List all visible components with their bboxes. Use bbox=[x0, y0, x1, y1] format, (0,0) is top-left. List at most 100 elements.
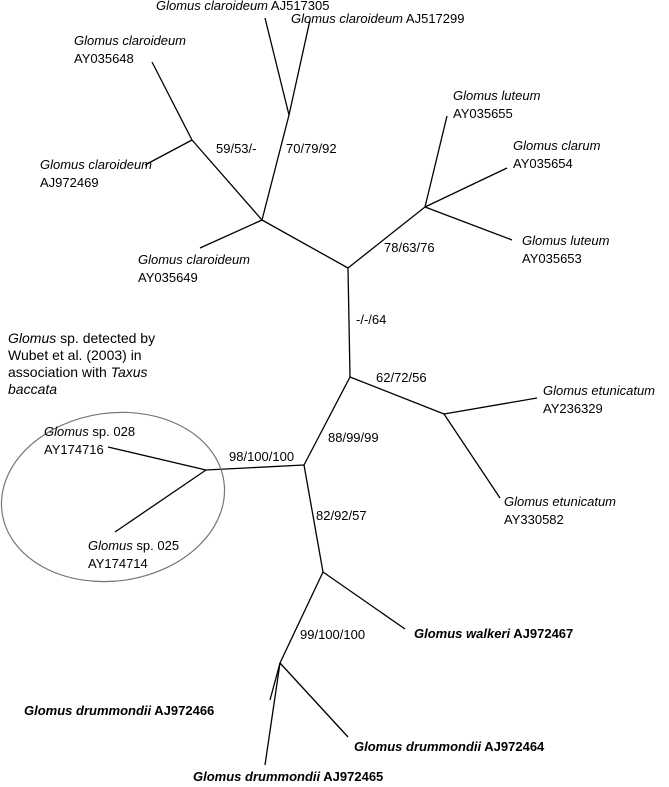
taxon-name: Glomus bbox=[504, 494, 549, 509]
branch bbox=[279, 662, 349, 738]
annotation-genus: Taxus bbox=[110, 364, 148, 380]
accession: AY174714 bbox=[88, 556, 148, 571]
taxon-label: Glomus claroideum AJ517305 bbox=[156, 0, 329, 15]
taxon-epithet: clarum bbox=[561, 138, 601, 153]
accession: AY035649 bbox=[138, 270, 198, 285]
support-value: 88/99/99 bbox=[328, 430, 379, 445]
taxon-epithet: walkeri bbox=[466, 626, 511, 641]
taxon-name: Glomus bbox=[88, 538, 133, 553]
taxon-name: Glomus bbox=[354, 739, 403, 754]
taxon-name: Glomus bbox=[44, 424, 89, 439]
taxon-label: Glomus claroideum AJ517299 bbox=[291, 10, 464, 28]
accession: AJ517305 bbox=[270, 0, 330, 13]
taxon-name: Glomus bbox=[291, 11, 336, 26]
branch bbox=[443, 397, 538, 415]
taxon-epithet: claroideum bbox=[204, 0, 269, 13]
accession: AJ972464 bbox=[484, 739, 545, 754]
taxon-name: Glomus bbox=[24, 703, 73, 718]
taxon-name: Glomus bbox=[453, 88, 498, 103]
taxon-name: Glomus bbox=[156, 0, 201, 13]
support-value: 70/79/92 bbox=[286, 141, 337, 156]
taxon-epithet: etunicatum bbox=[591, 383, 656, 398]
branch bbox=[322, 571, 406, 630]
taxon-label: Glomus drummondii AJ972464 bbox=[354, 738, 544, 756]
branch bbox=[261, 114, 290, 221]
branch bbox=[264, 662, 281, 766]
support-value: 98/100/100 bbox=[229, 449, 295, 464]
branch bbox=[199, 219, 263, 249]
branch bbox=[264, 17, 290, 116]
branch bbox=[205, 464, 305, 471]
accession: AY174716 bbox=[44, 442, 104, 457]
taxon-label: Glomus walkeri AJ972467 bbox=[414, 625, 573, 643]
branch bbox=[191, 139, 263, 221]
taxon-epithet: luteum bbox=[570, 233, 610, 248]
accession: AY236329 bbox=[543, 401, 603, 416]
support-value: 59/53/- bbox=[216, 141, 257, 156]
accession: AJ972465 bbox=[323, 769, 384, 784]
taxon-name: Glomus bbox=[513, 138, 558, 153]
taxon-epithet: luteum bbox=[501, 88, 541, 103]
taxon-name: Glomus bbox=[414, 626, 463, 641]
taxon-epithet: drummondii bbox=[76, 703, 152, 718]
branch bbox=[303, 376, 351, 466]
taxon-epithet: sp. 028 bbox=[92, 424, 136, 439]
annotation-text: sp. detected by bbox=[56, 330, 156, 346]
branch bbox=[349, 376, 445, 415]
accession: AJ972466 bbox=[154, 703, 215, 718]
accession: AJ517299 bbox=[405, 11, 465, 26]
support-value: 62/72/56 bbox=[376, 370, 427, 385]
branch bbox=[424, 206, 513, 241]
taxon-name: Glomus bbox=[543, 383, 588, 398]
accession: AY330582 bbox=[504, 512, 564, 527]
annotation-text: association with bbox=[8, 364, 111, 380]
taxon-epithet: claroideum bbox=[186, 252, 251, 267]
taxon-name: Glomus bbox=[40, 157, 85, 172]
taxon-name: Glomus bbox=[74, 33, 119, 48]
support-value: 99/100/100 bbox=[300, 627, 366, 642]
support-value: 82/92/57 bbox=[316, 508, 367, 523]
taxon-label: Glomus drummondii AJ972465 bbox=[193, 768, 383, 786]
taxon-name: Glomus bbox=[138, 252, 183, 267]
clade-annotation: Glomus sp. detected by Wubet et al. (200… bbox=[8, 330, 155, 398]
branch bbox=[261, 219, 349, 269]
branch bbox=[347, 267, 351, 378]
taxon-epithet: claroideum bbox=[88, 157, 153, 172]
branch bbox=[144, 139, 193, 166]
taxon-epithet: claroideum bbox=[122, 33, 187, 48]
branch bbox=[269, 662, 281, 701]
support-value: 78/63/76 bbox=[384, 240, 435, 255]
accession: AY035648 bbox=[74, 51, 134, 66]
annotation-line-4: baccata bbox=[8, 381, 155, 398]
annotation-species: baccata bbox=[8, 381, 58, 397]
branch bbox=[347, 206, 426, 269]
accession: AJ972469 bbox=[40, 175, 99, 190]
taxon-epithet: drummondii bbox=[245, 769, 321, 784]
branch bbox=[303, 464, 324, 573]
branch bbox=[443, 413, 501, 499]
branch bbox=[114, 469, 207, 533]
clade-highlight-ellipse bbox=[0, 411, 226, 583]
taxon-epithet: etunicatum bbox=[552, 494, 617, 509]
taxon-epithet: claroideum bbox=[339, 11, 404, 26]
taxon-epithet: drummondii bbox=[406, 739, 482, 754]
branch bbox=[424, 167, 508, 208]
accession: AY035654 bbox=[513, 156, 573, 171]
taxon-epithet: sp. 025 bbox=[136, 538, 180, 553]
taxon-name: Glomus bbox=[522, 233, 567, 248]
annotation-line-2: Wubet et al. (2003) in bbox=[8, 347, 142, 363]
taxon-label: Glomus drummondii AJ972466 bbox=[24, 702, 214, 720]
branch bbox=[107, 446, 207, 471]
accession: AY035653 bbox=[522, 251, 582, 266]
